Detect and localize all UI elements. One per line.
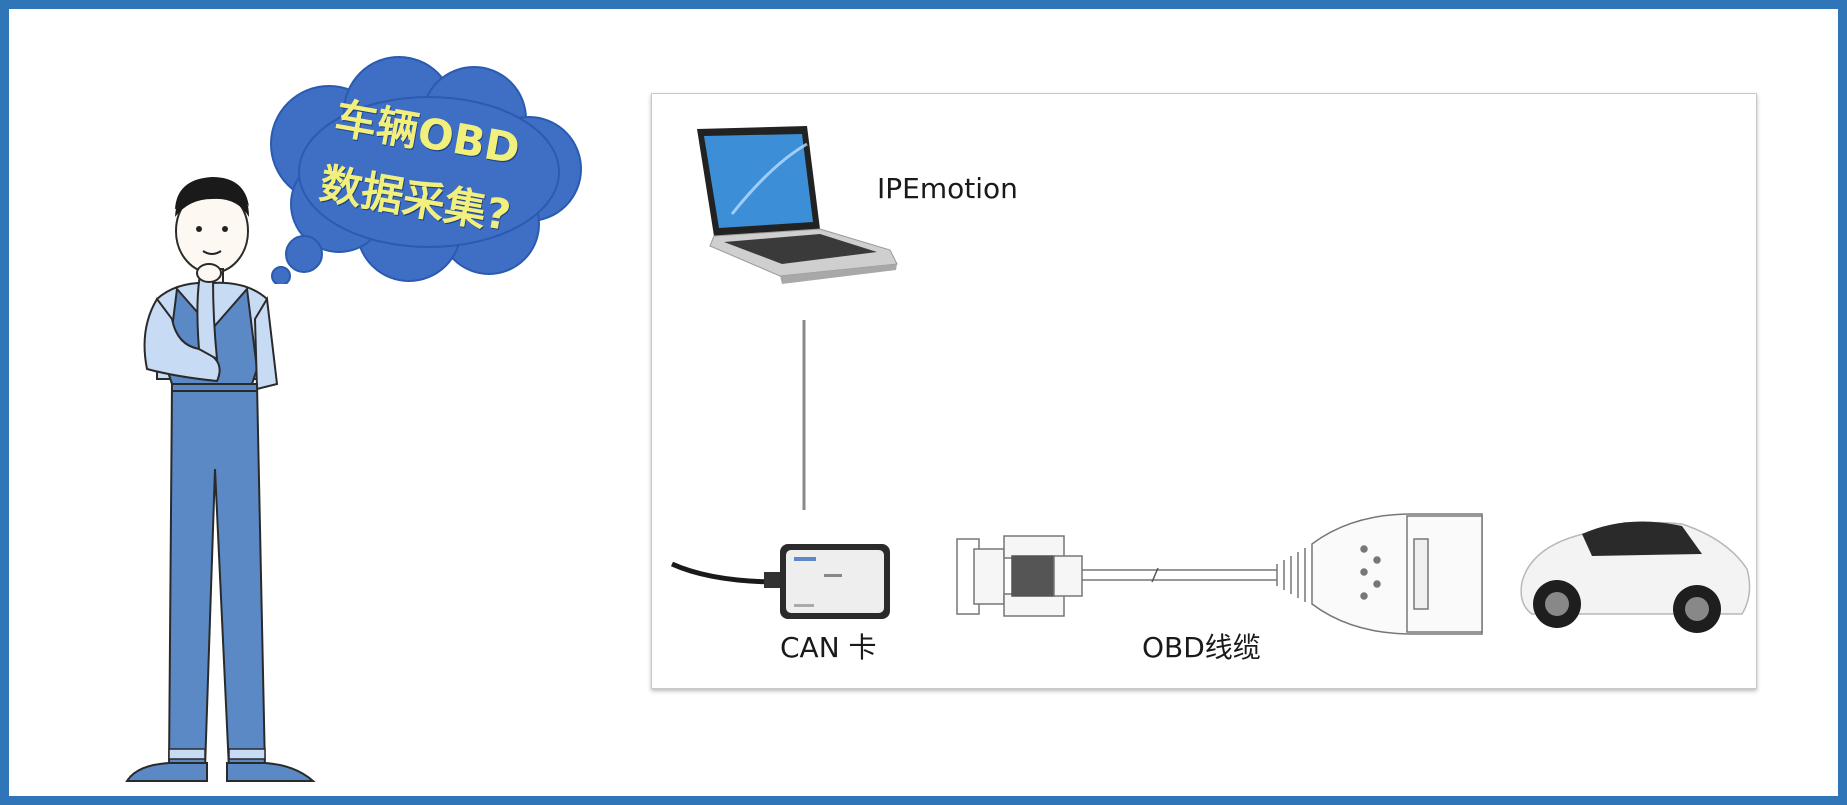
thinking-person-illustration	[125, 177, 316, 782]
obd-cable-icon	[956, 513, 1483, 635]
diagram-graphics	[670, 126, 1751, 635]
car-icon	[1520, 521, 1751, 633]
laptop-icon	[697, 126, 898, 284]
connection-diagram-panel: IPEmotion CAN 卡 OBD线缆	[651, 93, 1757, 689]
obd-cable-label: OBD线缆	[1142, 631, 1261, 664]
cloud-shape	[270, 56, 582, 284]
can-card-label: CAN 卡	[780, 631, 877, 664]
laptop-label: IPEmotion	[877, 172, 1018, 205]
can-card-icon	[670, 544, 890, 619]
